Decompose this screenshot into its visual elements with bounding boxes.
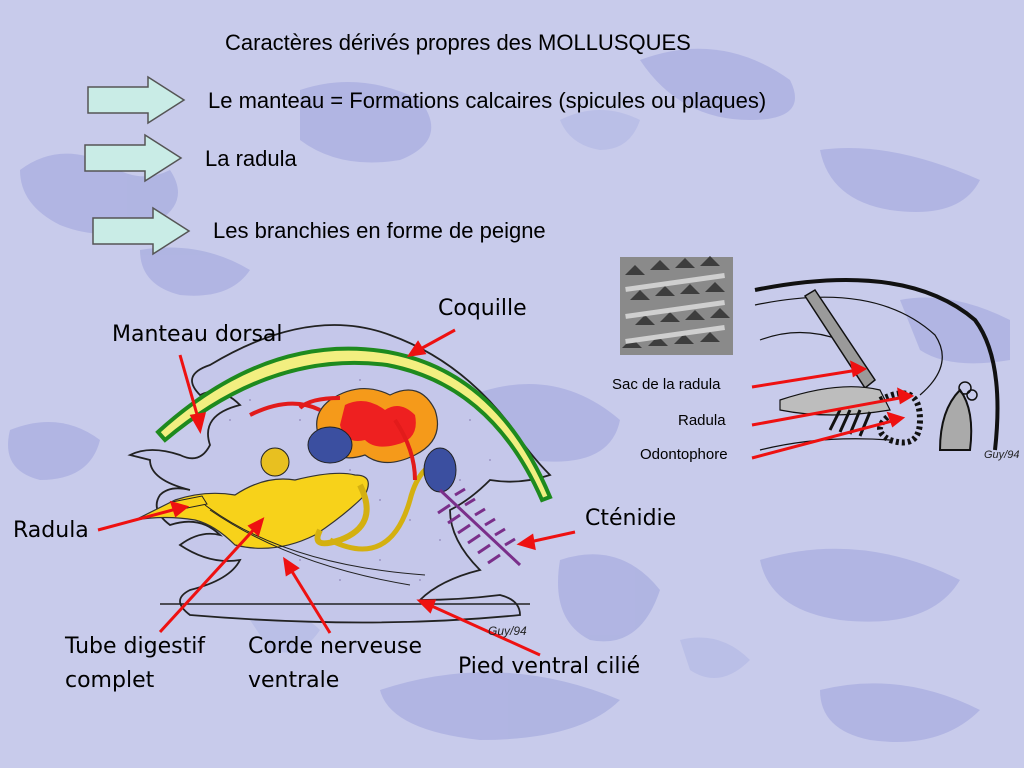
ctenidium-gill [437, 487, 522, 567]
bullet-text-radula: La radula [205, 146, 297, 171]
bullet-text-manteau: Le manteau = Formations calcaires (spicu… [208, 88, 767, 113]
label-coquille: Coquille [438, 296, 527, 321]
label-radula-left: Radula [13, 518, 89, 543]
radula-micrograph-image [620, 256, 733, 355]
bullet-arrow-icon [84, 133, 183, 183]
label-corde-nerveuse: Corde nerveuse [248, 634, 422, 659]
label-ctenidie: Cténidie [585, 506, 677, 531]
label-radula-right: Radula [678, 412, 726, 429]
label-odontophore: Odontophore [640, 446, 728, 463]
label-ventrale: ventrale [248, 668, 340, 693]
ganglion [260, 447, 290, 477]
label-complet: complet [65, 668, 155, 693]
gland-organ [307, 426, 353, 464]
label-manteau-dorsal: Manteau dorsal [112, 322, 283, 347]
radula-spiral [877, 390, 924, 446]
page-title: Caractères dérivés propres des MOLLUSQUE… [225, 30, 691, 55]
label-sac-radula: Sac de la radula [612, 376, 721, 393]
label-pied-ventral: Pied ventral cilié [458, 654, 641, 679]
signature-left: Guy/94 [488, 624, 527, 638]
signature-right: Guy/94 [984, 449, 1019, 461]
label-tube-digestif: Tube digestif [65, 634, 206, 659]
bullet-text-branchies: Les branchies en forme de peigne [213, 218, 546, 243]
shell-coquille [155, 346, 553, 503]
bullet-arrow-icon [92, 206, 191, 256]
bullet-arrow-icon [87, 75, 186, 125]
